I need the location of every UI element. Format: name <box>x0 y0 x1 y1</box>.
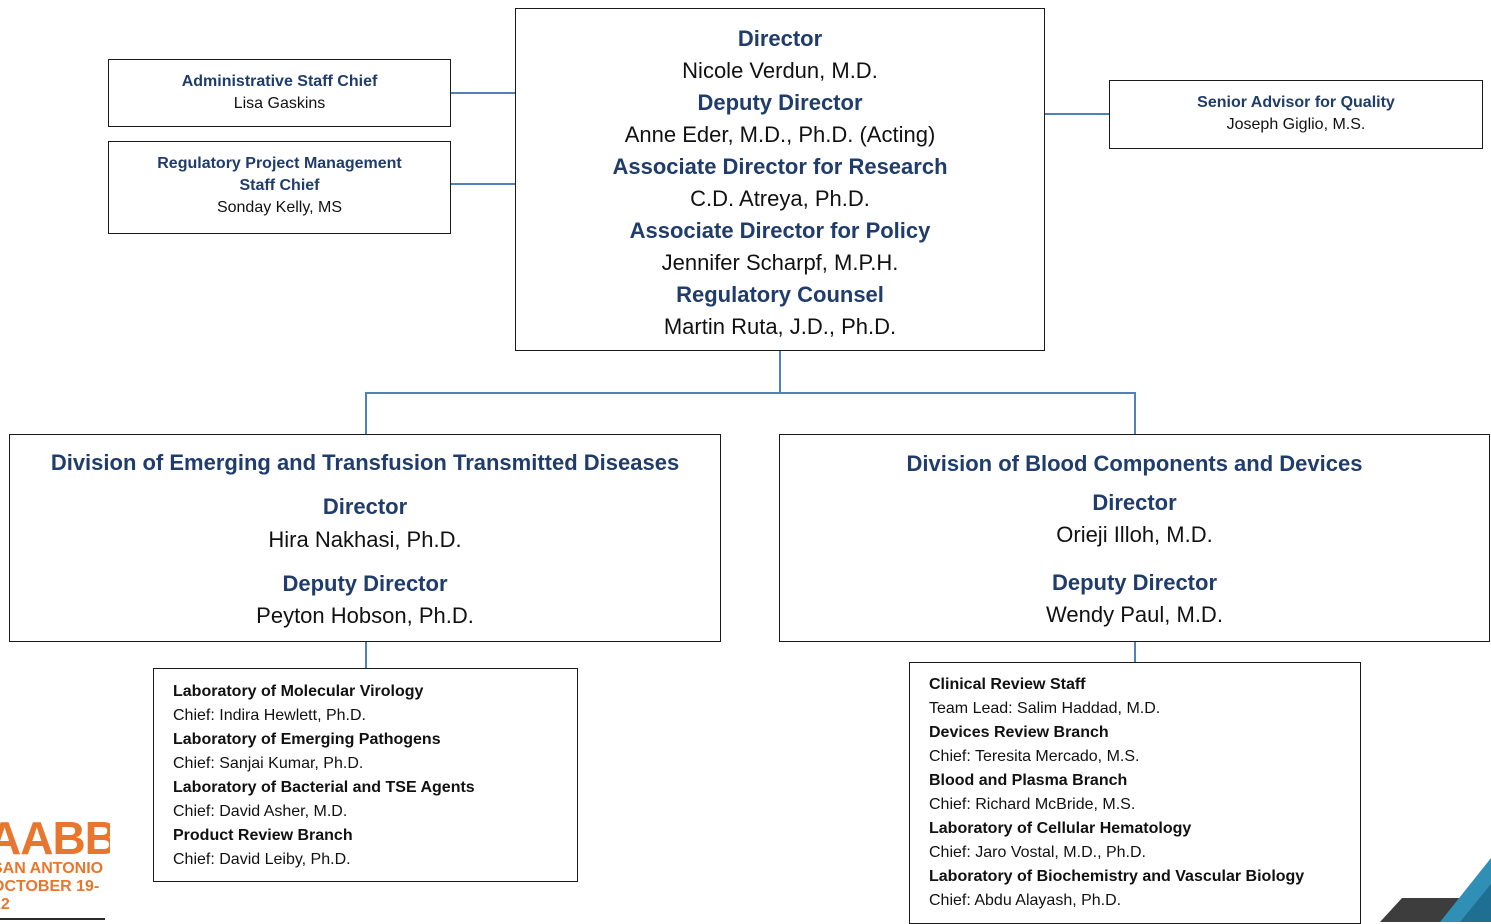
division-left-box: Division of Emerging and Transfusion Tra… <box>9 434 721 642</box>
list-item-unit: Laboratory of Molecular Virology <box>173 683 424 700</box>
regulatory-counsel-name: Martin Ruta, J.D., Ph.D. <box>663 314 897 339</box>
list-item-unit: Laboratory of Cellular Hematology <box>929 820 1192 837</box>
list-item-unit: Devices Review Branch <box>929 724 1109 741</box>
list-item-lead: Chief: Jaro Vostal, M.D., Ph.D. <box>929 844 1146 861</box>
connector-admin <box>451 92 515 94</box>
connector-main-down <box>779 351 781 393</box>
division-left-director-name: Hira Nakhasi, Ph.D. <box>268 527 462 552</box>
office-director-box: Director Nicole Verdun, M.D. Deputy Dire… <box>515 8 1045 351</box>
director-name: Nicole Verdun, M.D. <box>682 58 878 83</box>
division-left-title: Division of Emerging and Transfusion Tra… <box>50 450 680 475</box>
list-item-lead: Chief: David Asher, M.D. <box>173 803 348 820</box>
division-right-director-label: Director <box>1092 490 1177 515</box>
division-left-deputy-name: Peyton Hobson, Ph.D. <box>256 603 474 628</box>
connector-horizontal <box>365 392 1136 394</box>
senior-advisor-box: Senior Advisor for Quality Joseph Giglio… <box>1109 80 1483 149</box>
list-item-lead: Chief: Teresita Mercado, M.S. <box>929 748 1140 765</box>
list-item-lead: Chief: Indira Hewlett, Ph.D. <box>173 707 366 724</box>
list-item-unit: Product Review Branch <box>173 827 353 844</box>
logo-city: SAN ANTONIO <box>0 860 104 877</box>
labs-right-box: Clinical Review Staff Team Lead: Salim H… <box>909 662 1361 924</box>
list-item-unit: Laboratory of Bacterial and TSE Agents <box>173 779 475 796</box>
list-item-lead: Chief: David Leiby, Ph.D. <box>173 851 351 868</box>
connector-right-labs <box>1134 642 1136 662</box>
list-item-unit: Laboratory of Emerging Pathogens <box>173 731 441 748</box>
regulatory-counsel-title: Regulatory Counsel <box>676 282 884 307</box>
list-item-lead: Chief: Richard McBride, M.S. <box>929 796 1136 813</box>
list-item-unit: Laboratory of Biochemistry and Vascular … <box>929 868 1305 885</box>
division-right-box: Division of Blood Components and Devices… <box>779 434 1490 642</box>
assoc-director-research-title: Associate Director for Research <box>612 154 948 179</box>
admin-staff-name: Lisa Gaskins <box>233 95 326 112</box>
connector-right-division <box>1134 392 1136 434</box>
list-item-lead: Chief: Sanjai Kumar, Ph.D. <box>173 755 364 772</box>
division-right-director-name: Orieji Illoh, M.D. <box>1056 522 1213 547</box>
list-item-unit: Blood and Plasma Branch <box>929 772 1128 789</box>
division-right-title: Division of Blood Components and Devices <box>906 451 1363 476</box>
corner-decoration <box>1380 858 1491 922</box>
labs-left-box: Laboratory of Molecular Virology Chief: … <box>153 668 578 882</box>
assoc-director-research-name: C.D. Atreya, Ph.D. <box>690 186 870 211</box>
rpm-staff-box: Regulatory Project Management Staff Chie… <box>108 141 451 234</box>
rpm-staff-title-line1: Regulatory Project Management <box>157 155 402 172</box>
connector-rpm <box>451 183 515 185</box>
connector-senior <box>1045 113 1109 115</box>
senior-advisor-title: Senior Advisor for Quality <box>1197 94 1395 111</box>
assoc-director-policy-title: Associate Director for Policy <box>629 218 931 243</box>
list-item-lead: Chief: Abdu Alayash, Ph.D. <box>929 892 1122 909</box>
list-item-unit: Clinical Review Staff <box>929 676 1086 693</box>
rpm-staff-name: Sonday Kelly, MS <box>216 199 343 216</box>
division-left-deputy-label: Deputy Director <box>282 571 448 596</box>
division-right-deputy-name: Wendy Paul, M.D. <box>1046 602 1223 627</box>
connector-left-division <box>365 392 367 434</box>
senior-advisor-name: Joseph Giglio, M.S. <box>1226 116 1366 133</box>
connector-left-labs <box>365 642 367 668</box>
admin-staff-box: Administrative Staff Chief Lisa Gaskins <box>108 59 451 127</box>
assoc-director-policy-name: Jennifer Scharpf, M.P.H. <box>661 250 899 275</box>
list-item-lead: Team Lead: Salim Haddad, M.D. <box>929 700 1161 717</box>
logo-rule <box>0 918 105 920</box>
rpm-staff-title-line2: Staff Chief <box>239 177 320 194</box>
division-left-director-label: Director <box>322 494 408 519</box>
director-title: Director <box>737 26 823 51</box>
division-right-deputy-label: Deputy Director <box>1051 570 1218 595</box>
deputy-director-title: Deputy Director <box>697 90 863 115</box>
admin-staff-title: Administrative Staff Chief <box>181 73 378 90</box>
logo-brand: AABB <box>0 815 110 864</box>
deputy-director-name: Anne Eder, M.D., Ph.D. (Acting) <box>624 122 936 147</box>
